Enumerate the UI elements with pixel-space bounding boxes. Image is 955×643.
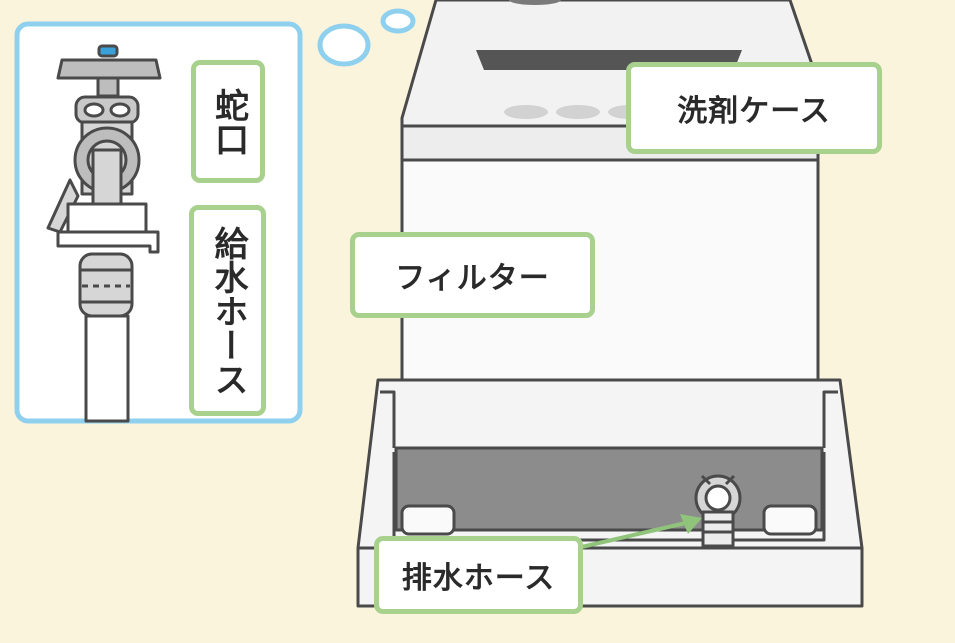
faucet-icon bbox=[46, 44, 162, 423]
label-filter: フィルター bbox=[350, 232, 595, 318]
label-drain-hose: 排水ホース bbox=[374, 536, 583, 614]
label-detergent-case: 洗剤ケース bbox=[626, 62, 882, 154]
thought-bubble-large bbox=[317, 23, 371, 67]
label-supply-hose: 給水ホース bbox=[189, 205, 266, 416]
thought-bubble-small bbox=[380, 8, 416, 34]
label-faucet: 蛇口 bbox=[191, 60, 265, 183]
